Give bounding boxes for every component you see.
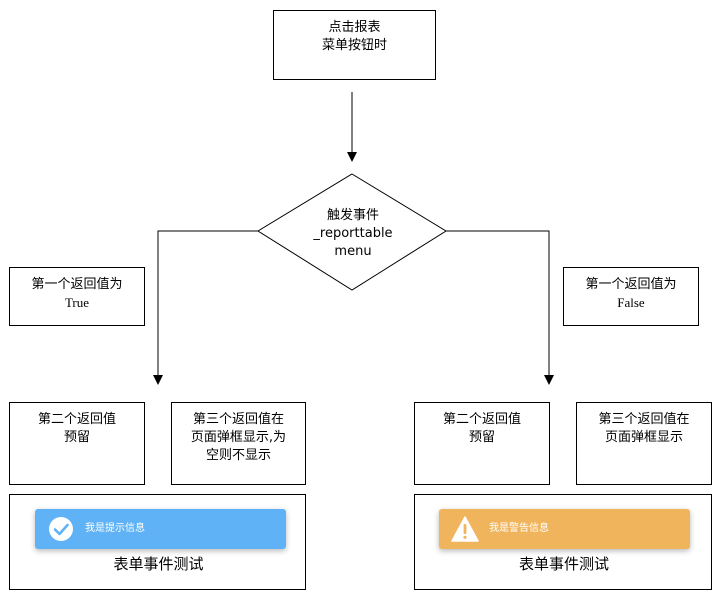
arrow-decision-to-left (153, 230, 258, 385)
right-condition-line-2: False (617, 295, 645, 310)
start-line-1: 点击报表 (328, 20, 381, 35)
warning-toast-text: 我是警告信息 (489, 523, 549, 534)
left-third-line-3: 空则不显示 (205, 448, 271, 463)
warning-icon (451, 516, 479, 542)
check-circle-icon (49, 517, 73, 541)
decision-label: 触发事件 _reporttable menu (296, 207, 410, 261)
right-condition-line-1: 第一个返回值为 (585, 277, 677, 292)
right-second-value-box: 第二个返回值 预留 (414, 402, 550, 485)
left-second-line-1: 第二个返回值 (37, 412, 116, 427)
start-box: 点击报表 菜单按钮时 (273, 10, 436, 80)
left-demo-title: 表单事件测试 (113, 555, 204, 573)
right-third-line-2: 页面弹框显示 (604, 430, 683, 445)
left-condition-box: 第一个返回值为 True (9, 267, 145, 326)
left-second-line-2: 预留 (63, 430, 90, 445)
right-condition-box: 第一个返回值为 False (563, 267, 699, 326)
right-demo-title: 表单事件测试 (518, 555, 609, 573)
right-demo-screenshot: 我是警告信息 表单事件测试 (414, 494, 712, 590)
left-second-value-box: 第二个返回值 预留 (9, 402, 145, 485)
left-condition-line-1: 第一个返回值为 (31, 277, 123, 292)
right-third-line-1: 第三个返回值在 (598, 412, 690, 427)
warning-toast: 我是警告信息 (439, 509, 690, 549)
info-toast: 我是提示信息 (35, 509, 286, 549)
decision-line-1: 触发事件 (326, 208, 379, 223)
start-line-2: 菜单按钮时 (321, 38, 387, 53)
decision-line-3: menu (334, 244, 372, 259)
info-toast-text: 我是提示信息 (85, 523, 145, 534)
left-third-line-2: 页面弹框显示,为 (190, 430, 287, 445)
right-second-line-2: 预留 (468, 430, 495, 445)
right-third-value-box: 第三个返回值在 页面弹框显示 (576, 402, 712, 485)
decision-line-2: _reporttable (313, 226, 393, 241)
decision-diamond (257, 173, 447, 291)
left-third-line-1: 第三个返回值在 (192, 412, 284, 427)
left-third-value-box: 第三个返回值在 页面弹框显示,为 空则不显示 (171, 402, 306, 485)
left-condition-line-2: True (64, 295, 90, 310)
left-demo-screenshot: 我是提示信息 表单事件测试 (9, 494, 306, 590)
arrow-decision-to-right (446, 230, 554, 385)
right-second-line-1: 第二个返回值 (442, 412, 521, 427)
